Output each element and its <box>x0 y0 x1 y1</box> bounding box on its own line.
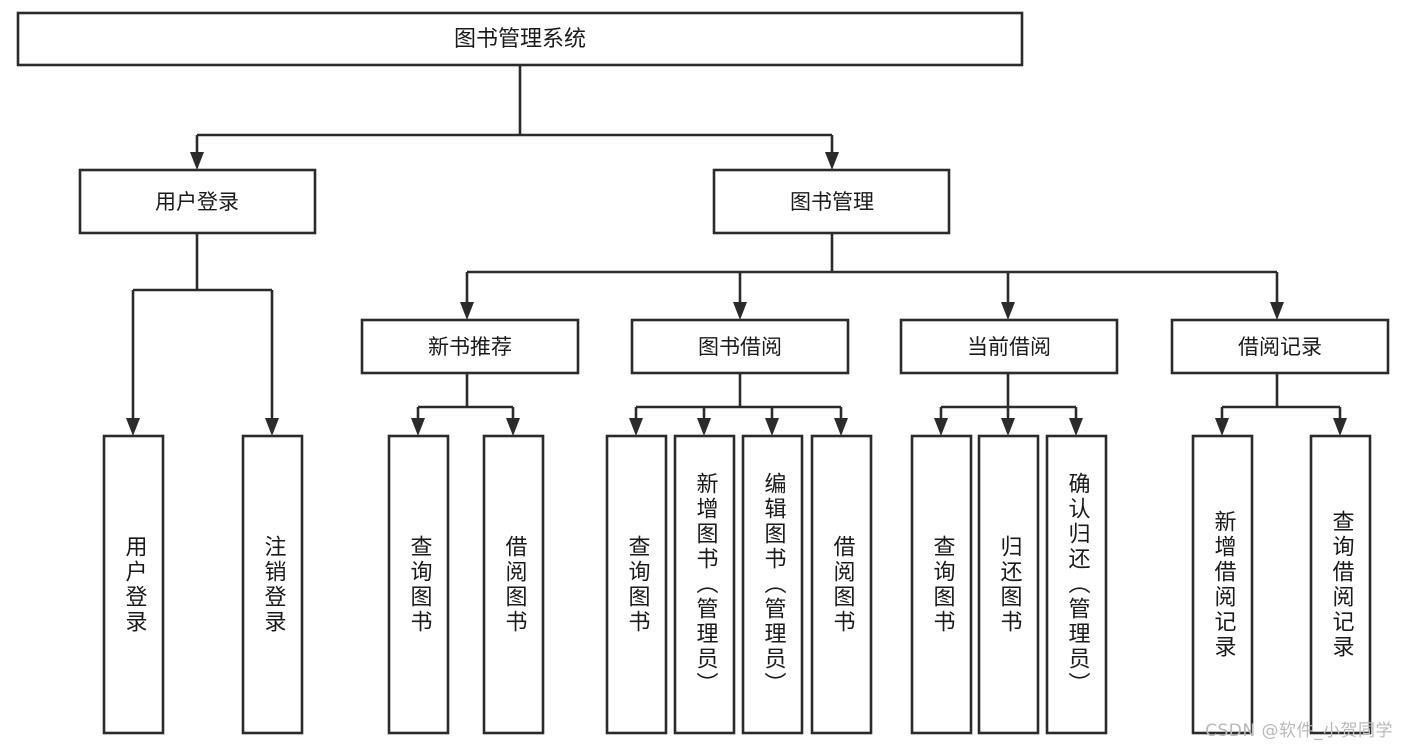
node-book-borrow[interactable]: 图书借阅 <box>630 318 850 375</box>
leaf-user-login-0[interactable] <box>102 434 165 735</box>
node-user-login-label: 用户登录 <box>155 190 239 214</box>
leaf-new-book-1[interactable] <box>482 434 545 735</box>
connector-bookborrow-to-leaves <box>629 373 848 436</box>
connector-borrowrecord-to-leaves <box>1215 373 1347 436</box>
node-borrow-record[interactable]: 借阅记录 <box>1170 318 1390 375</box>
connector-userlogin-to-leaves <box>126 233 279 436</box>
node-book-borrow-label: 图书借阅 <box>698 335 782 359</box>
leaf-borrow-record-0[interactable] <box>1191 434 1254 735</box>
node-current-borrow-label: 当前借阅 <box>967 335 1051 359</box>
node-borrow-record-label: 借阅记录 <box>1238 335 1322 359</box>
leaf-book-borrow-1[interactable] <box>673 434 736 735</box>
node-new-book-recommend-label: 新书推荐 <box>428 335 512 359</box>
leaf-current-borrow-0[interactable] <box>910 434 973 735</box>
connector-currentborrow-to-leaves <box>934 373 1083 436</box>
node-root[interactable]: 图书管理系统 <box>16 11 1024 67</box>
node-new-book-recommend[interactable]: 新书推荐 <box>360 318 580 375</box>
leaf-current-borrow-1[interactable] <box>977 434 1040 735</box>
node-book-management-label: 图书管理 <box>790 190 874 214</box>
leaf-book-borrow-3[interactable] <box>810 434 873 735</box>
leaf-current-borrow-2[interactable] <box>1045 434 1108 735</box>
node-root-label: 图书管理系统 <box>454 27 586 52</box>
leaf-borrow-record-1[interactable] <box>1309 434 1372 735</box>
leaf-new-book-0[interactable] <box>387 434 450 735</box>
connector-bookmgmt-to-level3 <box>460 233 1284 320</box>
connector-newbook-to-leaves <box>411 373 520 436</box>
node-book-management[interactable]: 图书管理 <box>712 168 951 235</box>
leaf-book-borrow-2[interactable] <box>741 434 804 735</box>
watermark: CSDN @软件_小贺同学 <box>1205 721 1393 741</box>
connector-root-to-level2 <box>190 65 839 170</box>
node-user-login[interactable]: 用户登录 <box>78 168 317 235</box>
node-current-borrow[interactable]: 当前借阅 <box>899 318 1119 375</box>
leaf-user-login-1[interactable] <box>241 434 304 735</box>
leaf-book-borrow-0[interactable] <box>605 434 668 735</box>
